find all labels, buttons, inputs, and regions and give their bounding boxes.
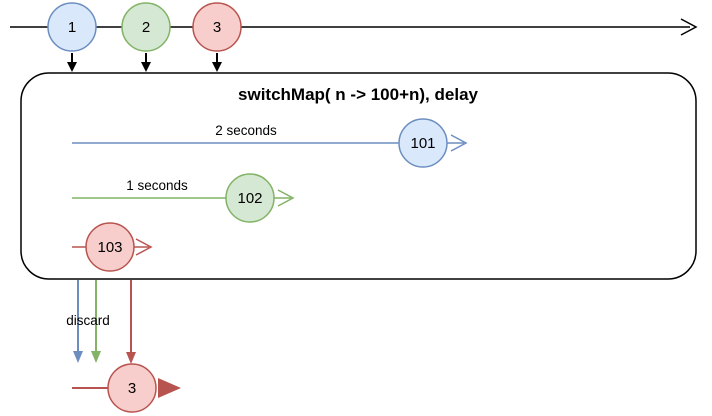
discard-arrow-green-icon: [91, 280, 101, 363]
emit-arrow-1-head: [67, 62, 77, 72]
emit-arrow-3-head: [212, 62, 222, 72]
emit-arrows: [67, 53, 222, 72]
duration-label-green: 1 seconds: [126, 178, 188, 193]
discard-arrow-green-head: [91, 351, 101, 363]
output-timeline: 3: [72, 363, 181, 413]
operator-box-outline: [20, 72, 697, 280]
discard-arrow-blue-icon: [73, 280, 83, 363]
output-marble-3-circle: [107, 363, 157, 413]
output-timeline-arrow-icon: [158, 378, 181, 398]
result-arrows: discard: [66, 280, 136, 364]
inner-marble-101-value: 101: [410, 135, 435, 152]
output-marble-3-value: 3: [128, 380, 136, 397]
source-marble-2-value: 2: [142, 19, 150, 36]
emit-arrow-2-icon: [141, 53, 151, 72]
source-marble-1: 1: [47, 2, 97, 52]
emit-arrow-3-icon: [212, 53, 222, 72]
inner-marble-102-value: 102: [237, 190, 262, 207]
discard-arrow-blue-head: [73, 351, 83, 363]
operator-title: switchMap( n -> 100+n), delay: [238, 85, 479, 104]
inner-timeline-green: 1 seconds 102: [72, 173, 295, 223]
inner-timeline-green-arrow-icon: [277, 189, 295, 207]
discard-label: discard: [66, 313, 110, 328]
inner-timeline-blue-arrow-icon: [450, 134, 468, 152]
inner-marble-103-value: 103: [97, 239, 122, 256]
source-timeline: 1 2 3: [10, 2, 698, 52]
inner-timeline-red: 103: [72, 222, 153, 272]
source-marble-1-value: 1: [68, 19, 76, 36]
output-arrow-red-head: [126, 352, 136, 364]
duration-label-blue: 2 seconds: [215, 123, 277, 138]
source-marble-3-circle: [192, 2, 242, 52]
emit-arrow-2-head: [141, 62, 151, 72]
output-arrow-red-icon: [126, 280, 136, 364]
source-timeline-arrow-icon: [680, 18, 698, 36]
source-marble-2-circle: [121, 2, 171, 52]
source-marble-2: 2: [121, 2, 171, 52]
operator-box: switchMap( n -> 100+n), delay 2 seconds …: [20, 72, 697, 280]
source-marble-1-circle: [47, 2, 97, 52]
inner-timeline-blue: 2 seconds 101: [72, 118, 468, 168]
inner-timeline-red-arrow-icon: [135, 238, 153, 256]
source-marble-3: 3: [192, 2, 242, 52]
emit-arrow-1-icon: [67, 53, 77, 72]
source-marble-3-value: 3: [213, 19, 221, 36]
